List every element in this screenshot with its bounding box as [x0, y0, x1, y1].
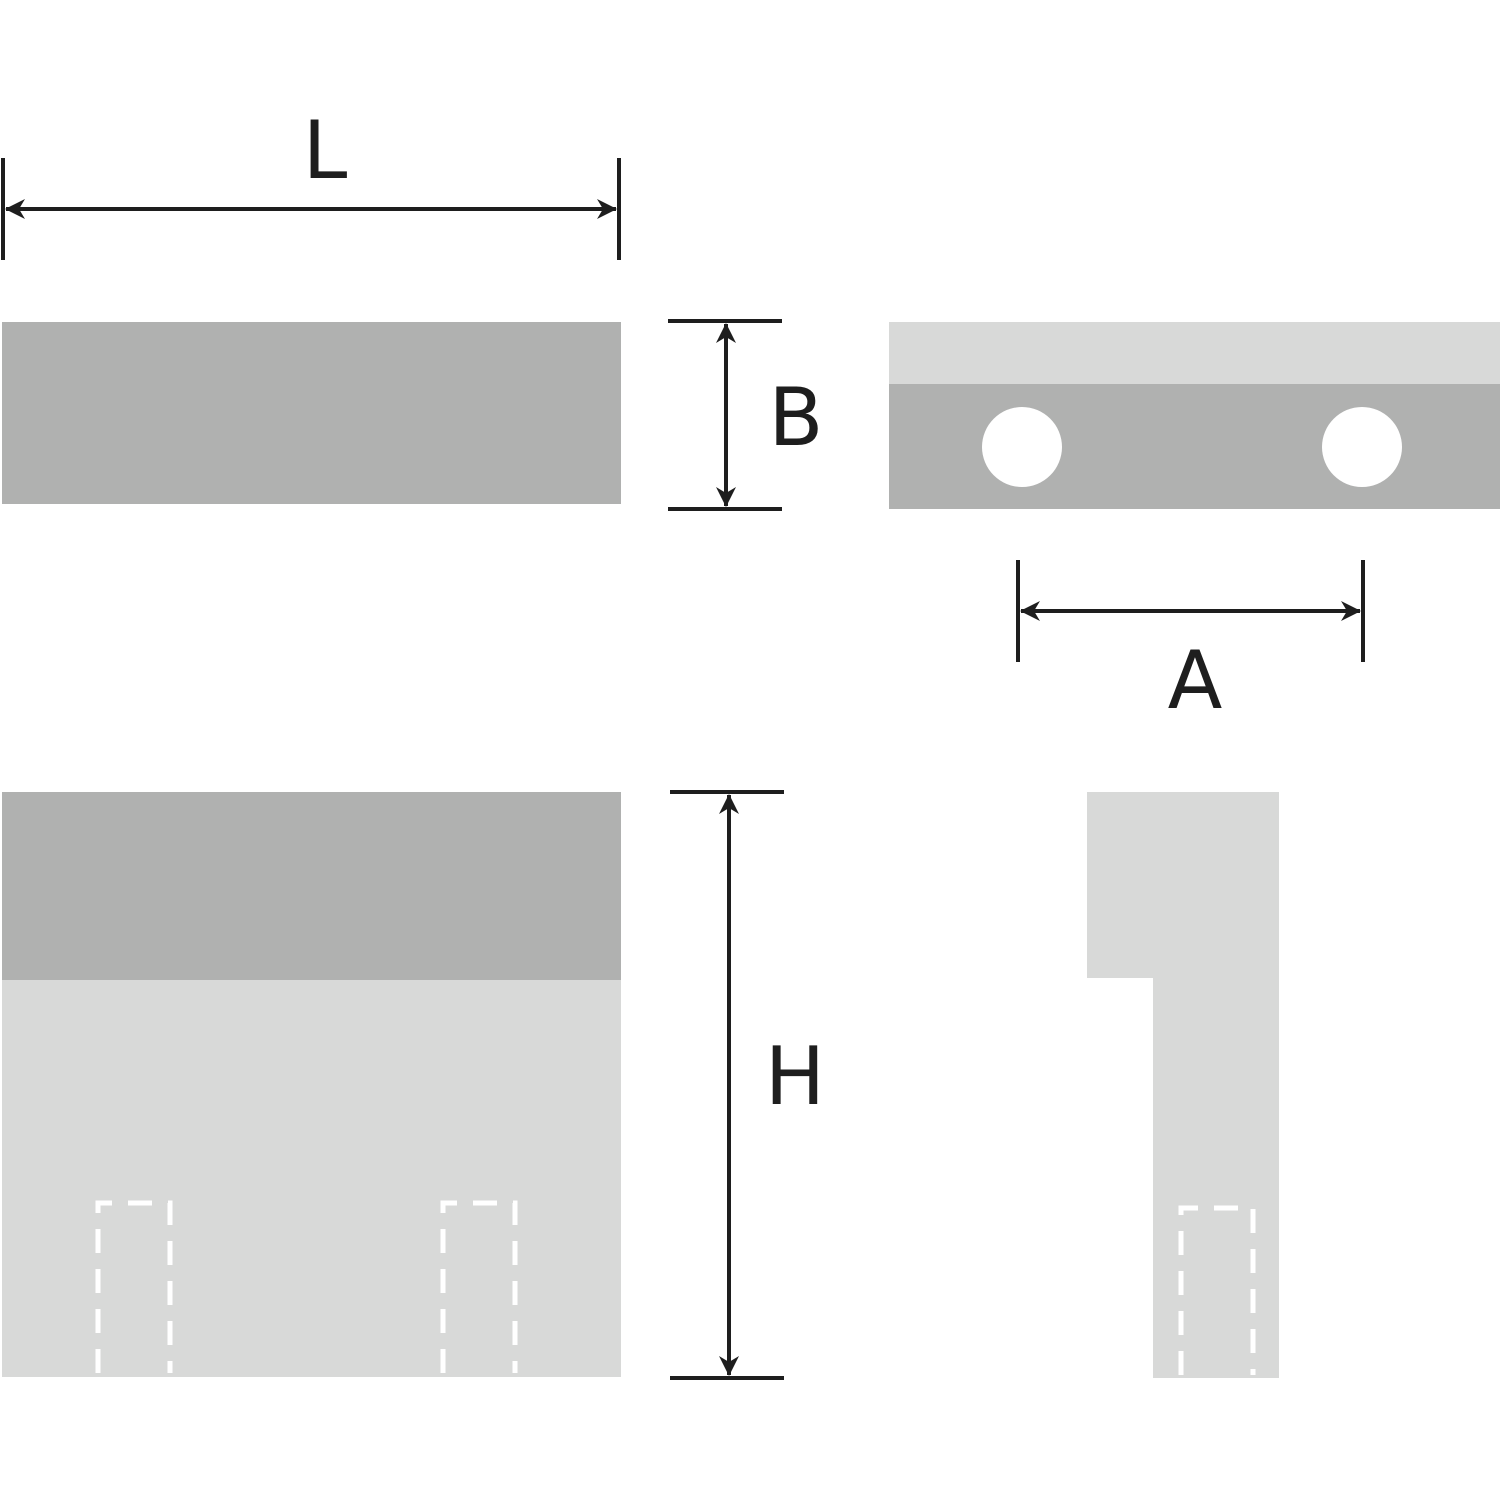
front-view-lower-body [2, 980, 621, 1377]
side-view-profile [1087, 792, 1279, 1378]
dimension-length: L [1, 104, 621, 260]
dimension-label-height: H [765, 1030, 825, 1123]
dimension-label-length: L [303, 104, 348, 197]
front-view [2, 792, 621, 1377]
end-view-light-strip [889, 322, 1500, 384]
end-view-dark-face [889, 384, 1500, 509]
dimension-label-hole-spacing: A [1168, 634, 1223, 727]
hidden-pocket-right [440, 1200, 518, 1373]
bolt-hole-left [982, 407, 1062, 487]
top-view-face [2, 322, 621, 504]
top-view [2, 322, 621, 504]
end-view [889, 322, 1500, 509]
side-view [1087, 792, 1279, 1378]
dimension-width: B [668, 319, 824, 511]
hidden-pocket-side [1178, 1205, 1256, 1375]
bolt-hole-right [1322, 407, 1402, 487]
dimension-hole-spacing: A [1016, 560, 1365, 727]
hidden-pocket-left [95, 1200, 173, 1373]
front-view-top-band [2, 792, 621, 980]
dimension-height: H [670, 790, 825, 1380]
dimension-label-width: B [769, 371, 824, 464]
